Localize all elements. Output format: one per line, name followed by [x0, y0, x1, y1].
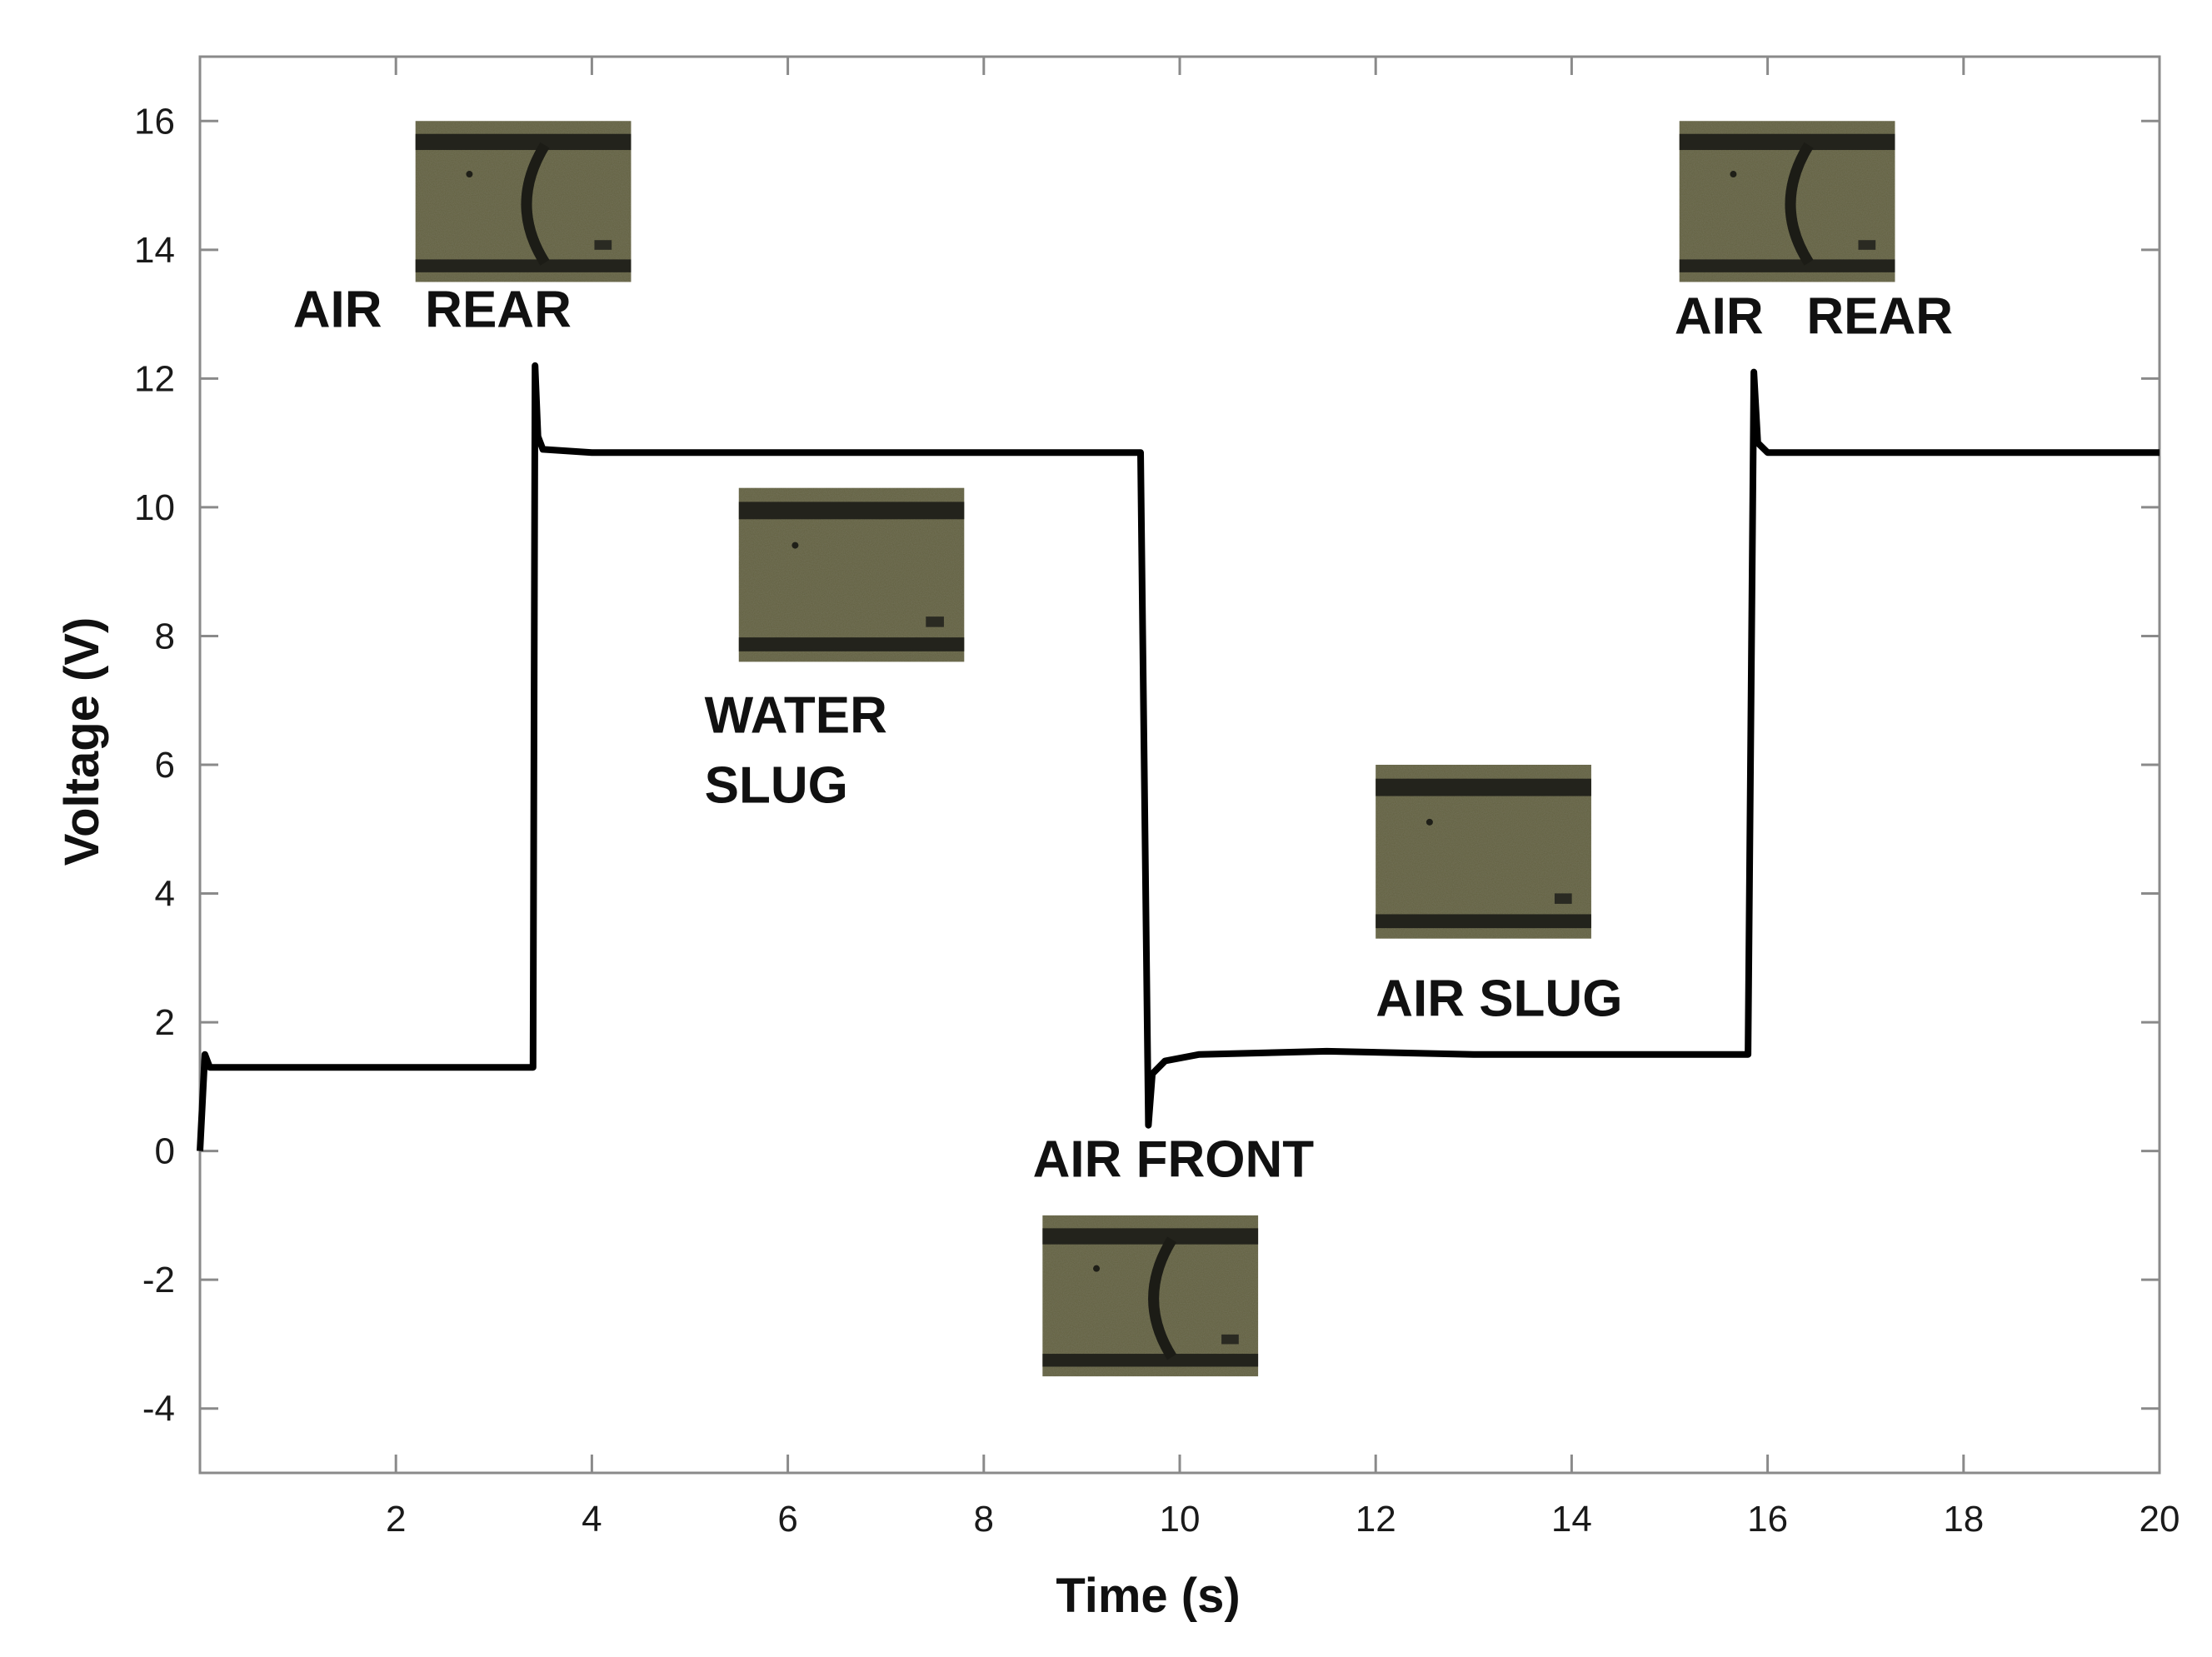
- annotation-water-slug: WATER SLUG: [705, 686, 887, 814]
- inset-meniscus: [1148, 1236, 1177, 1360]
- y-tick-label: -4: [142, 1389, 175, 1430]
- axis-ticks: [200, 57, 2161, 1473]
- inset-speck: [466, 171, 473, 178]
- inset-particle: [1858, 240, 1876, 250]
- y-tick-label: -2: [142, 1260, 175, 1300]
- y-tick-label: 16: [134, 101, 175, 142]
- x-axis-title: Time (s): [1056, 1569, 1240, 1623]
- y-tick-label: 6: [155, 745, 175, 786]
- inset-channel-wall-bottom: [1679, 259, 1895, 272]
- y-tick-label: 8: [155, 616, 175, 656]
- y-axis-title: Voltage (V): [55, 617, 109, 866]
- annotation-line: SLUG: [705, 756, 848, 814]
- annotation-air-rear-2: AIR REAR: [1675, 287, 1953, 345]
- y-tick-label: 2: [155, 1002, 175, 1043]
- y-tick-label: 10: [134, 487, 175, 528]
- x-tick-label: 4: [582, 1499, 602, 1540]
- inset-air-front: [1042, 1215, 1259, 1377]
- x-tick-label: 10: [1160, 1499, 1201, 1540]
- annotation-air-front: AIR FRONT: [1033, 1131, 1315, 1189]
- inset-channel-wall-bottom: [1376, 914, 1591, 929]
- inset-channel-wall-bottom: [738, 637, 965, 651]
- inset-channel-wall-top: [1679, 133, 1895, 151]
- inset-speck: [1093, 1265, 1101, 1272]
- inset-channel-wall-top: [1042, 1228, 1259, 1245]
- y-tick-label: 14: [134, 230, 175, 271]
- annotation-line: AIR SLUG: [1376, 970, 1622, 1027]
- inset-air-rear-2: [1679, 121, 1895, 282]
- annotation-line: AIR FRONT: [1033, 1131, 1315, 1189]
- x-tick-label: 6: [777, 1499, 797, 1540]
- inset-particle: [1554, 893, 1572, 904]
- inset-speck: [791, 542, 799, 549]
- voltage-series: [197, 362, 2160, 1151]
- x-tick-label: 12: [1356, 1499, 1396, 1540]
- inset-channel-wall-bottom: [415, 259, 632, 272]
- series-line-0: [197, 362, 2160, 1151]
- y-tick-label: 0: [155, 1131, 175, 1172]
- y-tick-label: 12: [134, 358, 175, 399]
- inset-air-slug: [1376, 765, 1591, 939]
- inset-particle: [594, 240, 612, 250]
- inset-channel-wall-bottom: [1042, 1354, 1259, 1367]
- inset-channel-wall-top: [415, 133, 632, 151]
- annotation-line: AIR REAR: [1675, 287, 1953, 345]
- inset-channel-wall-top: [1376, 778, 1591, 796]
- y-tick-label: 4: [155, 874, 175, 915]
- inset-particle: [926, 616, 944, 627]
- inset-speck: [1730, 171, 1737, 178]
- inset-particle: [1221, 1334, 1239, 1345]
- annotation-air-rear-1: AIR REAR: [293, 282, 572, 339]
- inset-meniscus: [521, 142, 550, 266]
- x-tick-label: 16: [1747, 1499, 1788, 1540]
- annotation-air-slug: AIR SLUG: [1376, 970, 1622, 1027]
- annotations: AIR REAR WATER SLUG AIR FRONT AIR SLUG AIR RE…: [293, 282, 1953, 1189]
- inset-channel-wall-top: [738, 502, 965, 520]
- annotation-line: WATER: [705, 686, 887, 744]
- inset-meniscus: [1785, 142, 1814, 266]
- inset-water-slug: [738, 487, 965, 662]
- x-tick-label: 20: [2140, 1499, 2180, 1540]
- x-tick-label: 18: [1943, 1499, 1984, 1540]
- x-tick-label: 14: [1551, 1499, 1592, 1540]
- inset-images: [415, 121, 1895, 1377]
- inset-air-rear-1: [415, 121, 632, 282]
- inset-speck: [1426, 818, 1433, 826]
- x-tick-label: 8: [974, 1499, 994, 1540]
- annotation-line: AIR REAR: [293, 282, 572, 339]
- x-tick-label: 2: [386, 1499, 406, 1540]
